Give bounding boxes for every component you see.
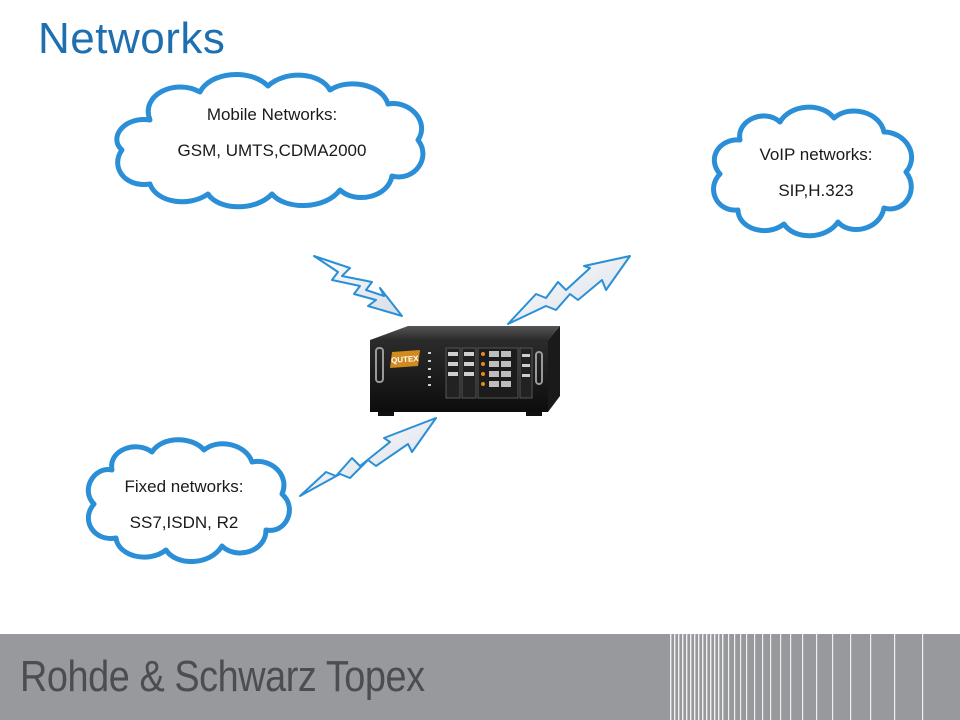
footer-stripe — [694, 634, 696, 720]
footer-stripe — [698, 634, 700, 720]
footer-stripe — [718, 634, 720, 720]
voip-network-cloud — [711, 104, 914, 239]
voip-network-protocols: SIP,H.323 — [778, 181, 854, 200]
footer-stripe — [706, 634, 708, 720]
footer-stripe — [790, 634, 792, 720]
footer-stripe — [714, 634, 716, 720]
footer-stripe — [802, 634, 804, 720]
fixed-network-title: Fixed networks: — [124, 477, 244, 496]
footer-stripe — [740, 634, 742, 720]
footer-stripe — [702, 634, 704, 720]
qutex-logo: QUTEX — [390, 350, 420, 368]
mobile-lightning-bolt — [313, 255, 403, 317]
footer-stripe — [710, 634, 712, 720]
footer-stripe — [722, 634, 724, 720]
footer-stripe — [682, 634, 684, 720]
fixed-network-protocols: SS7,ISDN, R2 — [129, 513, 239, 532]
footer-stripe — [678, 634, 680, 720]
footer-stripe — [686, 634, 688, 720]
qutex-gateway-device: QUTEX — [370, 326, 560, 416]
footer-stripe — [894, 634, 896, 720]
footer-stripe — [780, 634, 782, 720]
fixed-network-label: Fixed networks: SS7,ISDN, R2 — [84, 478, 284, 531]
footer-stripe — [690, 634, 692, 720]
footer-stripe — [922, 634, 924, 720]
status-leds — [428, 352, 431, 386]
footer-bar — [0, 634, 960, 720]
footer-brand: Rohde & Schwarz Topex — [20, 652, 425, 701]
voip-lightning-bolt — [507, 255, 631, 325]
footer-stripe — [870, 634, 872, 720]
voip-network-title: VoIP networks: — [759, 145, 873, 164]
fixed-lightning-bolt — [299, 417, 437, 497]
footer-stripe — [832, 634, 834, 720]
footer-stripe-pattern — [670, 634, 924, 720]
footer-stripe — [762, 634, 764, 720]
mobile-network-cloud — [114, 72, 426, 210]
footer-stripe — [734, 634, 736, 720]
voip-network-label: VoIP networks: SIP,H.323 — [716, 146, 916, 199]
mobile-network-label: Mobile Networks: GSM, UMTS,CDMA2000 — [150, 106, 394, 159]
mobile-network-title: Mobile Networks: — [206, 105, 338, 124]
footer-stripe — [746, 634, 748, 720]
page-title: Networks — [38, 14, 226, 63]
footer-stripe — [816, 634, 818, 720]
footer-stripe — [674, 634, 676, 720]
footer-stripe — [770, 634, 772, 720]
fixed-network-cloud — [85, 437, 292, 564]
footer-stripe — [850, 634, 852, 720]
module-slots — [445, 347, 533, 399]
footer-stripe — [670, 634, 672, 720]
footer-stripe — [754, 634, 756, 720]
mobile-network-protocols: GSM, UMTS,CDMA2000 — [177, 141, 367, 160]
device-brand-label: QUTEX — [391, 354, 420, 365]
footer-stripe — [728, 634, 730, 720]
